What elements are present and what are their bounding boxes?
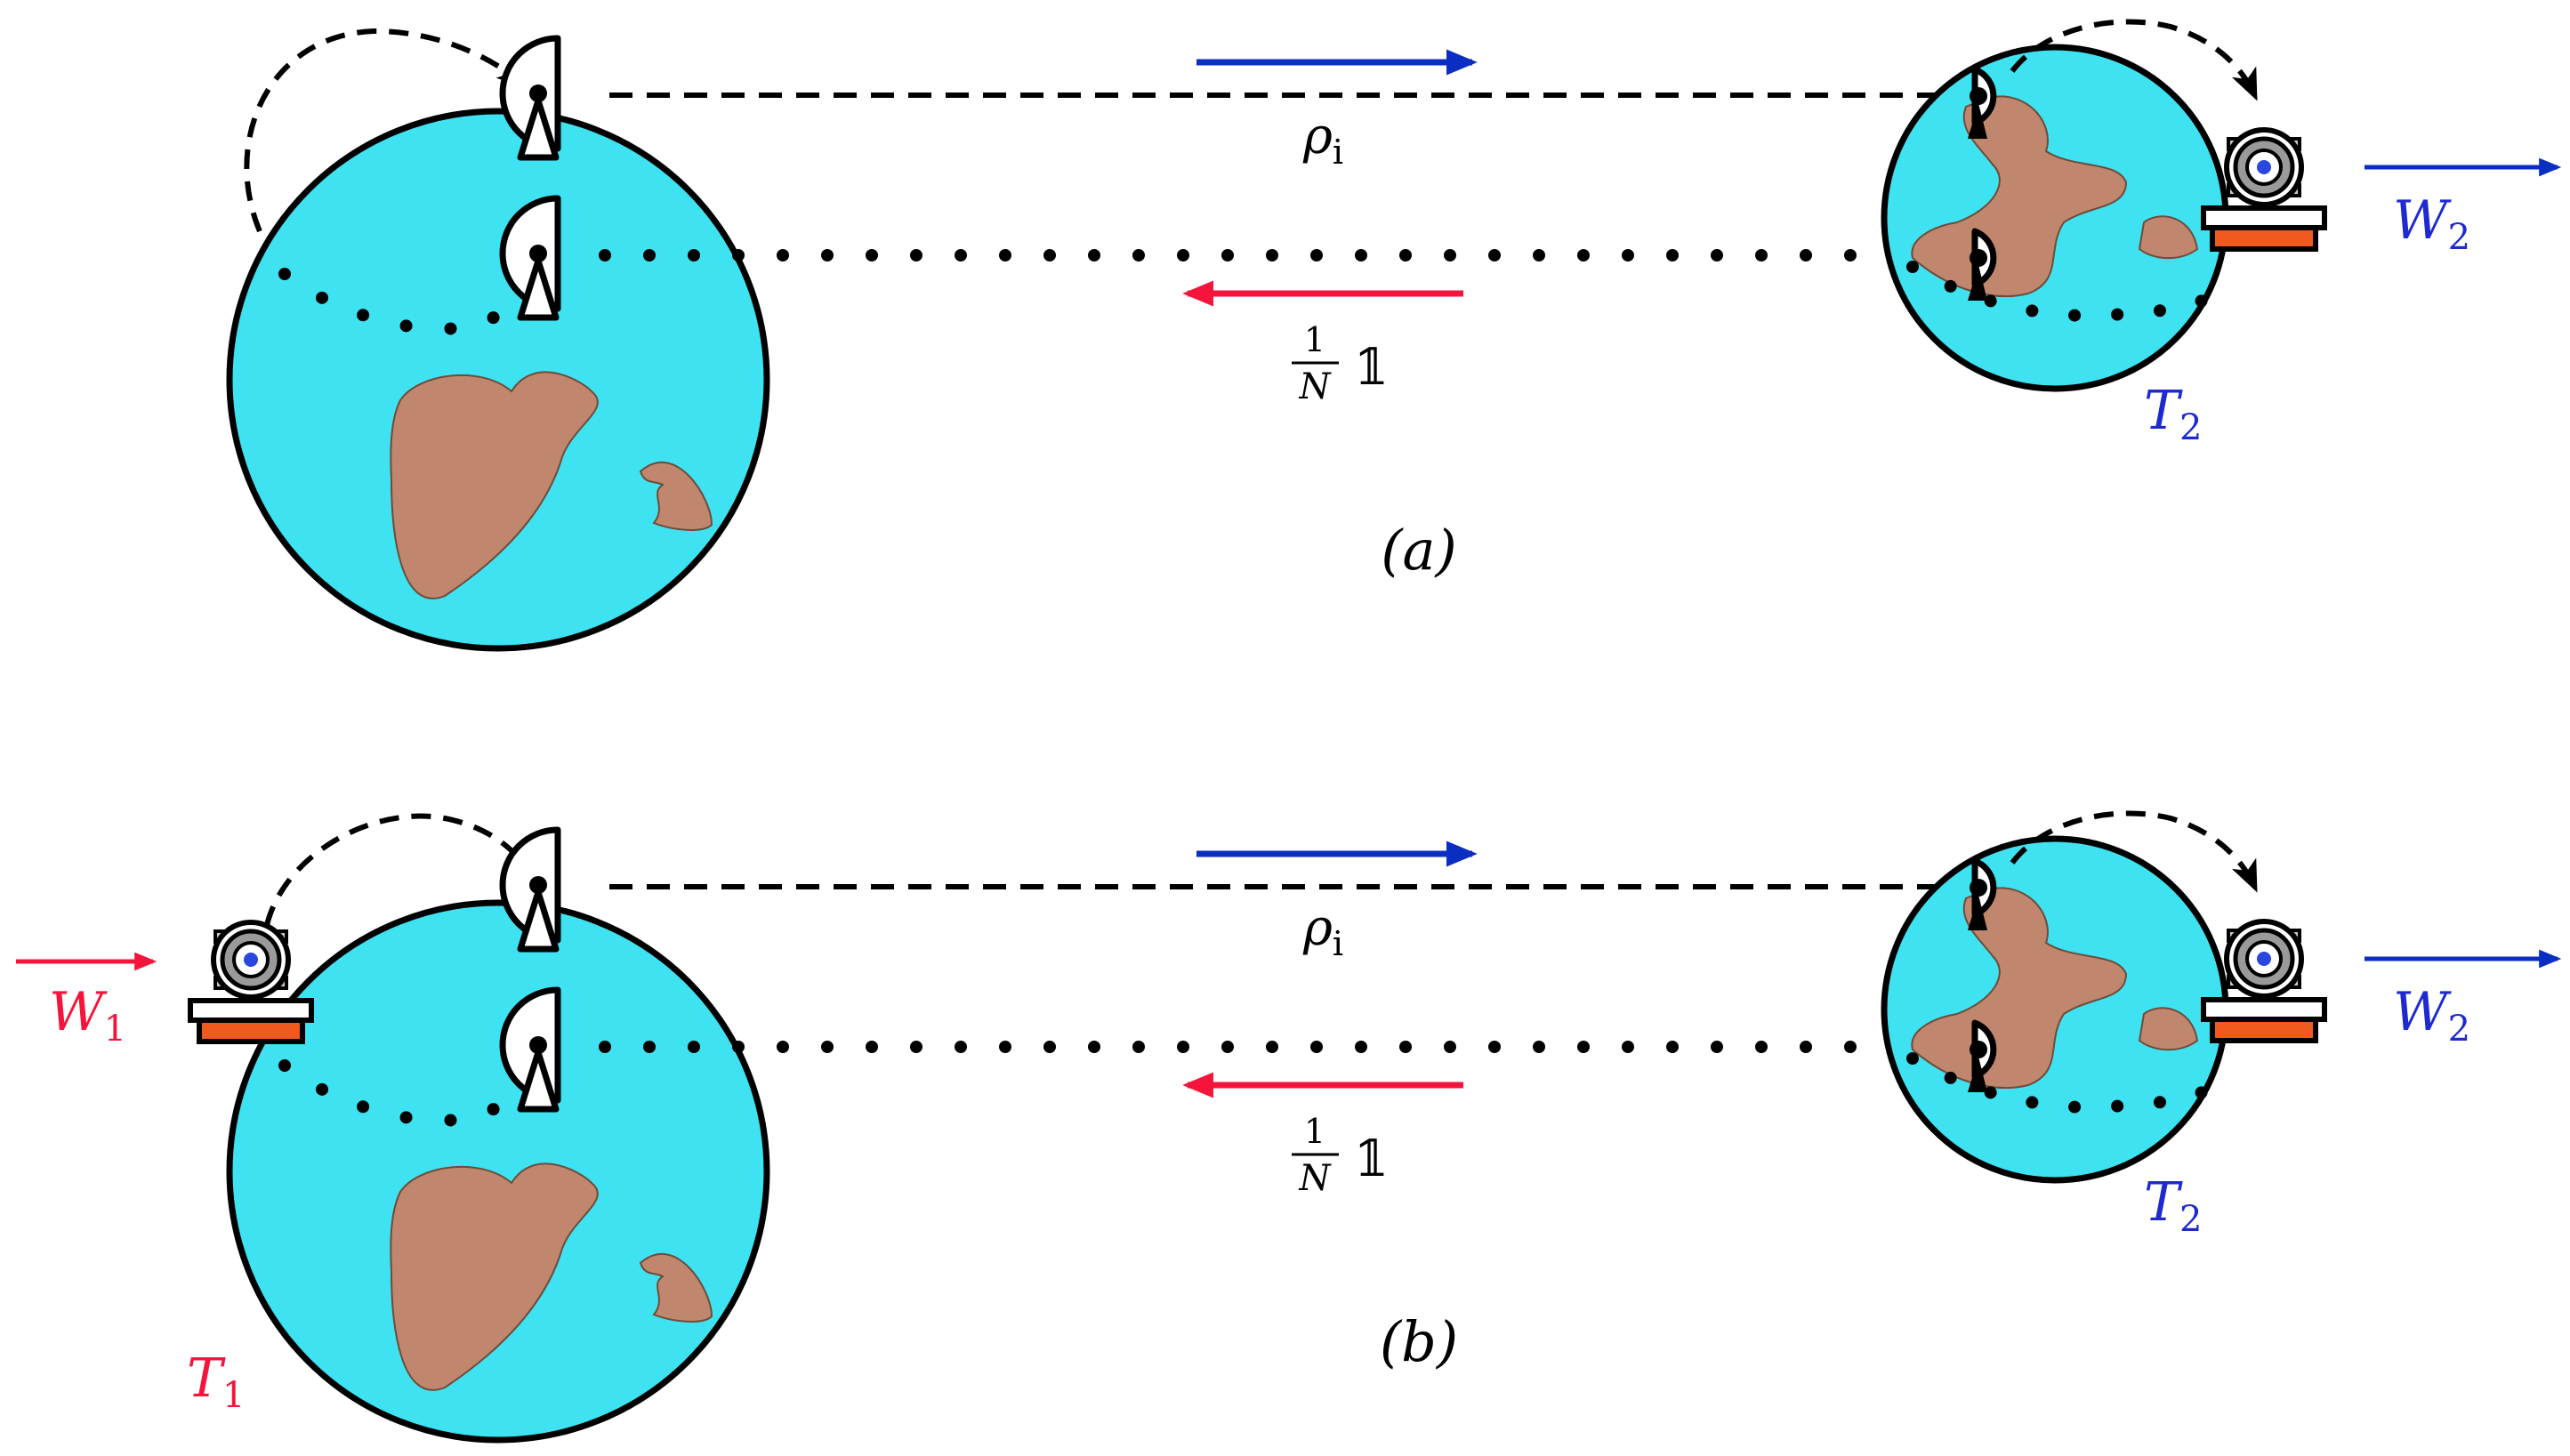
island bbox=[639, 1253, 713, 1323]
work-label-right-a: W2 bbox=[2393, 189, 2470, 258]
svg-text:1: 1 bbox=[1304, 1112, 1325, 1151]
temperature-label-right-a: T2 bbox=[2144, 380, 2202, 448]
temperature-label-right-b: T2 bbox=[2144, 1171, 2202, 1240]
identity-label-a: 1 N 𝟙 bbox=[1292, 320, 1389, 407]
planet-icon bbox=[226, 108, 770, 652]
continent bbox=[1911, 887, 2128, 1089]
panel-a: ρi 1 N 𝟙 W2 T2 (a) bbox=[226, 19, 2562, 652]
curved-dashed-arrow-icon bbox=[244, 28, 529, 233]
right-planet-a bbox=[1881, 44, 2229, 392]
island bbox=[639, 462, 713, 531]
rho-label-a: ρi bbox=[1302, 108, 1343, 172]
left-planet-a bbox=[226, 108, 770, 652]
dotted-orbit bbox=[1906, 261, 2221, 323]
identity-label-b: 1 N 𝟙 bbox=[1292, 1112, 1389, 1199]
svg-text:1: 1 bbox=[1304, 320, 1325, 359]
island bbox=[2138, 1007, 2199, 1051]
curved-dashed-arrow-icon bbox=[2010, 810, 2258, 893]
caption-a: (a) bbox=[1381, 518, 1456, 583]
continent bbox=[390, 1162, 599, 1391]
right-planet-b bbox=[1881, 835, 2229, 1184]
curved-dashed-arrow-icon bbox=[2010, 19, 2258, 101]
rho-label-b: ρi bbox=[1302, 899, 1343, 963]
svg-text:𝟙: 𝟙 bbox=[1354, 339, 1389, 397]
svg-text:N: N bbox=[1299, 366, 1333, 407]
continent bbox=[390, 371, 599, 599]
temperature-label-left-b: T1 bbox=[187, 1347, 245, 1416]
continent bbox=[1911, 95, 2128, 297]
dotted-orbit bbox=[1906, 1052, 2221, 1114]
heat-engine-icon bbox=[190, 922, 311, 1042]
caption-b: (b) bbox=[1380, 1309, 1458, 1374]
svg-text:N: N bbox=[1299, 1158, 1333, 1199]
svg-text:𝟙: 𝟙 bbox=[1354, 1130, 1389, 1188]
planet-icon bbox=[226, 899, 770, 1444]
curved-dashed-arrow-icon bbox=[264, 813, 536, 926]
work-label-right-b: W2 bbox=[2393, 981, 2470, 1050]
left-planet-b bbox=[226, 899, 770, 1444]
work-label-left-b: W1 bbox=[49, 981, 126, 1050]
island bbox=[2138, 215, 2199, 260]
panel-b: ρi 1 N 𝟙 W1 T1 W2 T2 (b) bbox=[16, 810, 2562, 1444]
